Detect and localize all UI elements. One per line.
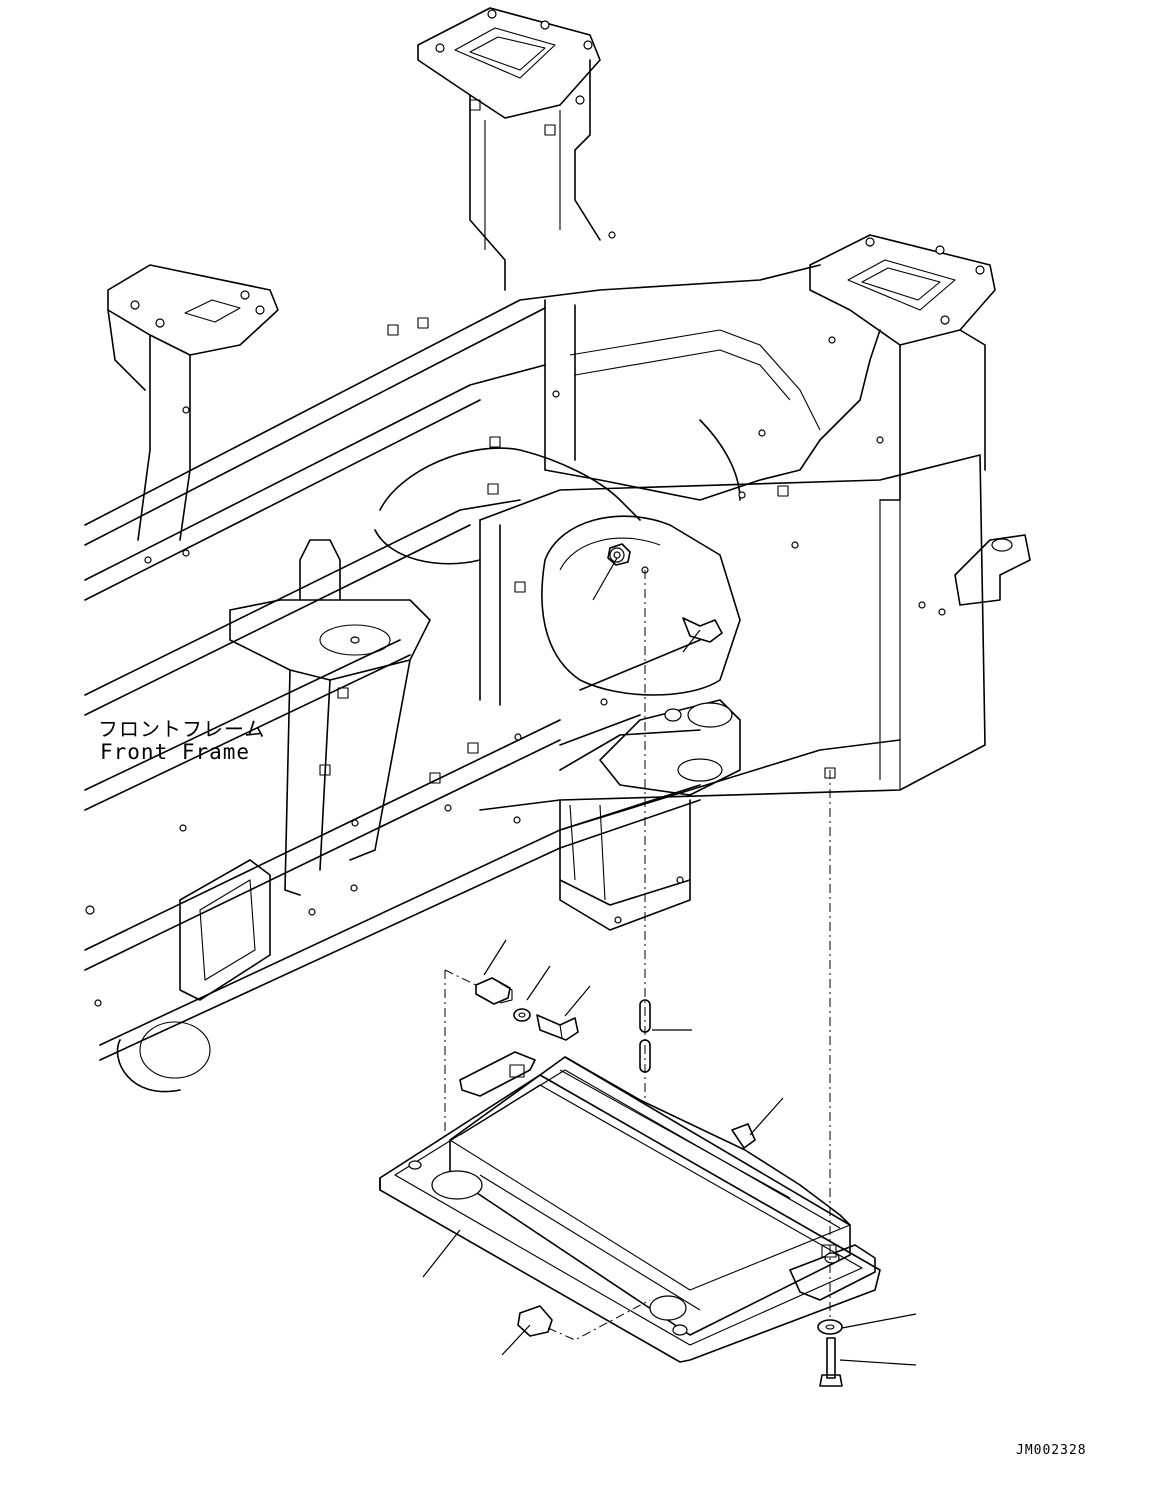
assembly-center-lines: [444, 570, 831, 1341]
hardware-parts: [475, 543, 843, 1387]
drawing-code: JM002328: [1016, 1443, 1087, 1458]
front-frame-label-jp: フロントフレーム: [98, 717, 266, 741]
front-frame-drawing: [84, 7, 1031, 1093]
guard-cover-drawing: [379, 1051, 881, 1363]
callout-leaders: [422, 557, 917, 1366]
front-frame-label-en: Front Frame: [100, 740, 251, 764]
